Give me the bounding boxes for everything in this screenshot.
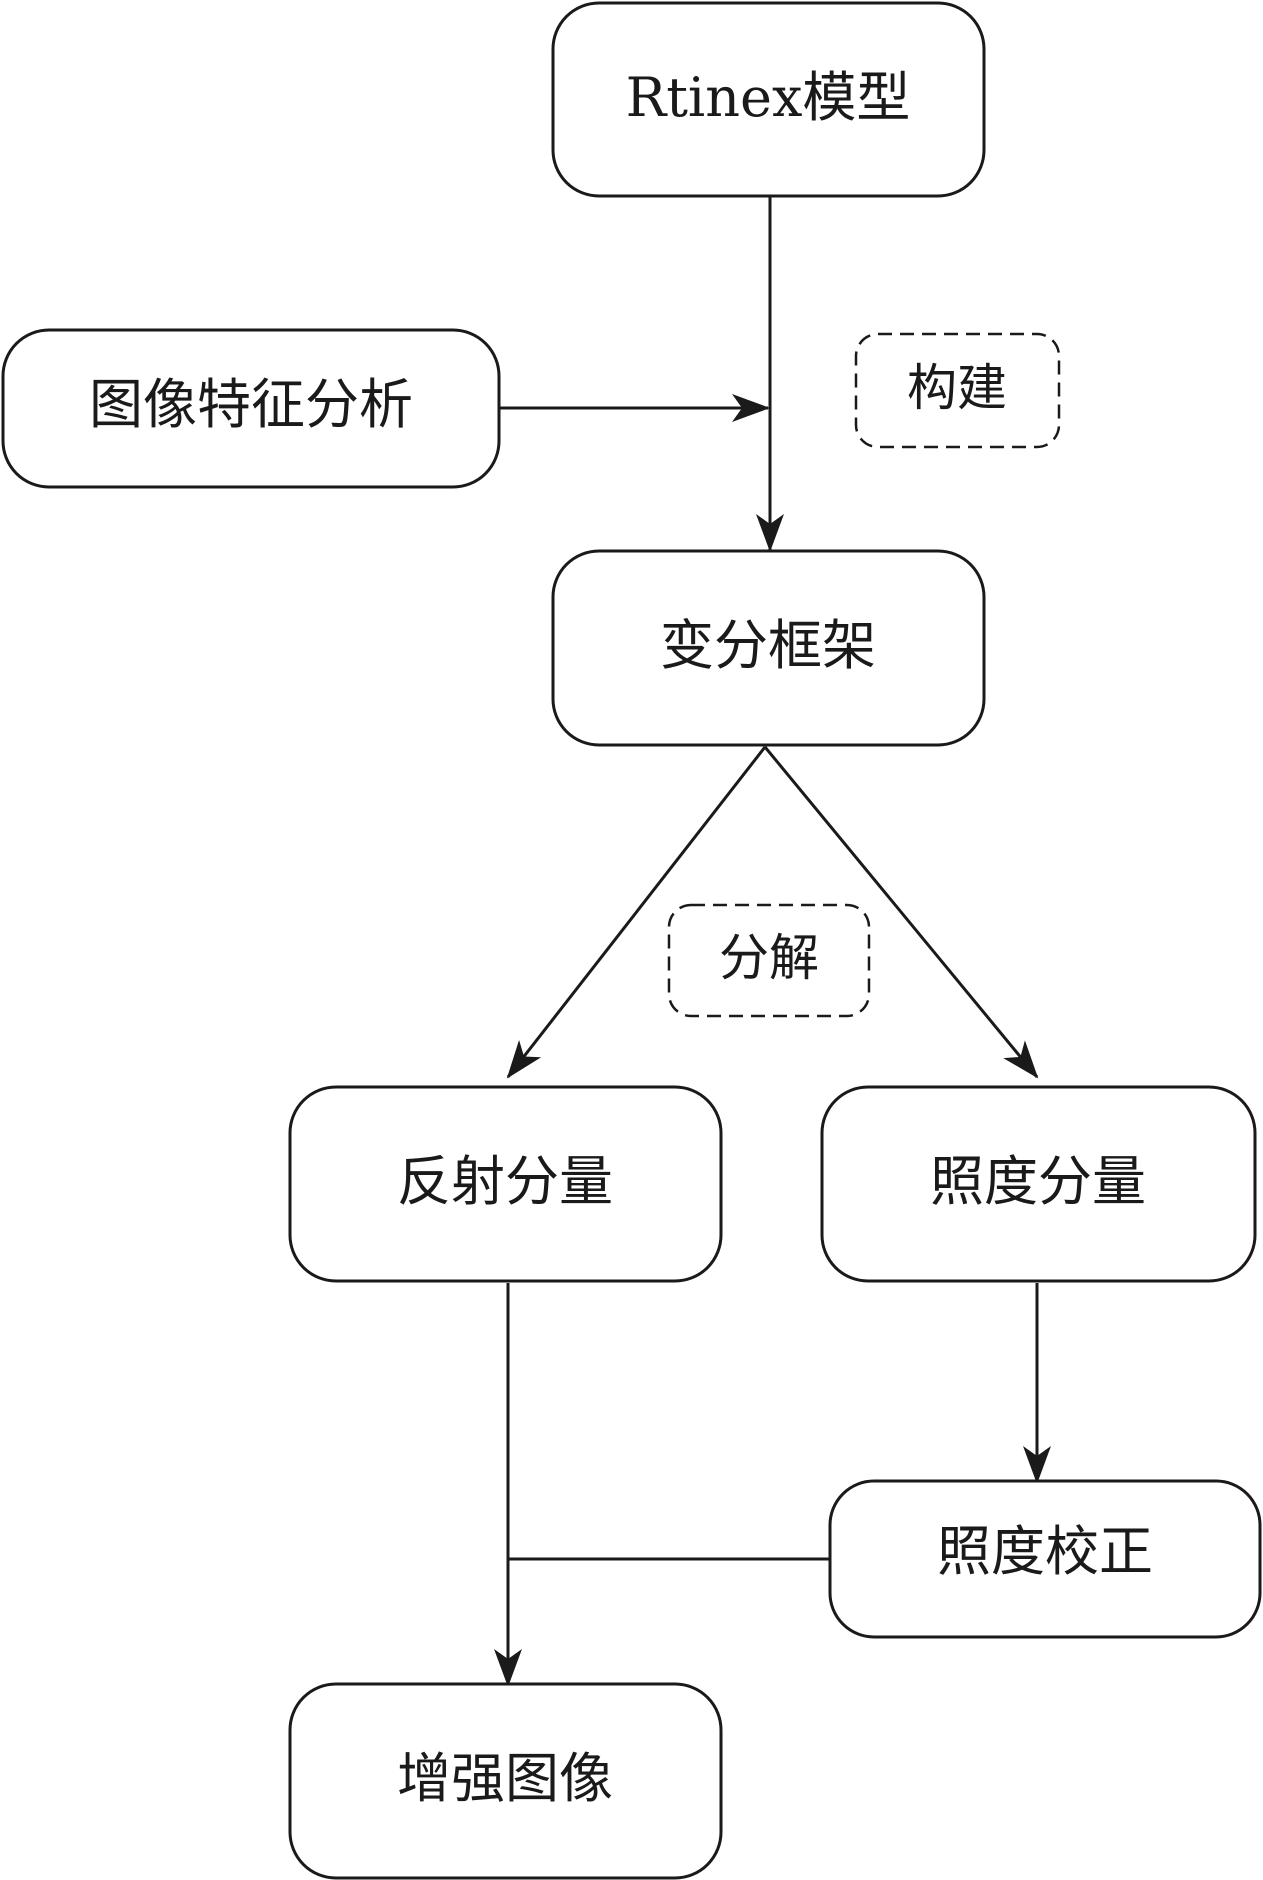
node-variational-framework-label: 变分框架 — [660, 614, 876, 677]
label-decompose-text: 分解 — [719, 929, 819, 987]
arrow-variational-to-illumination — [763, 746, 1039, 1079]
node-variational-framework: 变分框架 — [551, 549, 986, 747]
connectors — [494, 197, 1051, 1687]
node-illumination-correction-label: 照度校正 — [937, 1520, 1153, 1583]
node-illumination-component-label: 照度分量 — [930, 1150, 1146, 1213]
node-image-feature-analysis-label: 图像特征分析 — [89, 373, 413, 436]
node-illumination-correction: 照度校正 — [828, 1479, 1262, 1639]
node-retinex-model-label: Rtinex模型 — [626, 66, 911, 129]
arrow-variational-to-reflectance — [506, 746, 767, 1079]
label-construct-text: 构建 — [907, 359, 1007, 417]
node-retinex-model: Rtinex模型 — [551, 1, 986, 198]
label-decompose: 分解 — [667, 903, 871, 1018]
node-image-feature-analysis: 图像特征分析 — [1, 328, 501, 489]
node-reflectance-component: 反射分量 — [288, 1085, 723, 1283]
node-illumination-component: 照度分量 — [820, 1085, 1257, 1283]
node-reflectance-component-label: 反射分量 — [397, 1150, 613, 1213]
node-enhanced-image: 增强图像 — [288, 1682, 723, 1880]
label-construct: 构建 — [854, 332, 1061, 449]
node-enhanced-image-label: 增强图像 — [397, 1747, 613, 1810]
